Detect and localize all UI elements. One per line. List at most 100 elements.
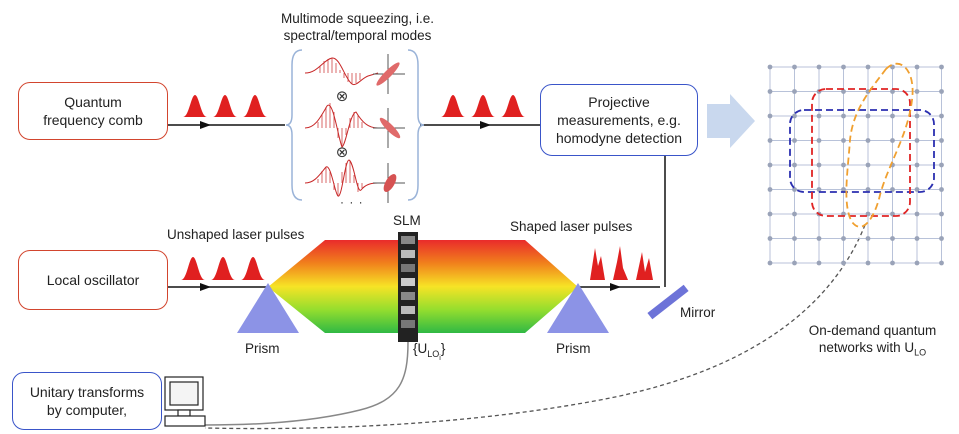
network-node [816, 236, 822, 241]
squeezing-brace [285, 49, 425, 201]
network-grid [767, 64, 944, 266]
network-node [767, 64, 773, 70]
squeezed-ellipse-1 [376, 62, 400, 86]
prism-right [547, 283, 609, 333]
mode-wavepackets [304, 57, 379, 197]
computer-box: Unitary transforms by computer, [12, 372, 162, 430]
tensor-product-1: ⊗ [336, 87, 349, 105]
network-node [939, 162, 944, 168]
network-node [890, 113, 895, 119]
mode-3-wave [304, 159, 379, 197]
prism-left [237, 283, 299, 333]
tensor-product-2: ⊗ [336, 143, 349, 161]
mirror [647, 284, 689, 320]
network-node [792, 113, 797, 119]
unshaped-label: Unshaped laser pulses [167, 227, 305, 242]
network-node [890, 89, 895, 94]
subnet-blue [789, 109, 935, 193]
mirror-label: Mirror [680, 305, 716, 320]
measurement-box: Projective measurements, e.g. homodyne d… [540, 84, 698, 156]
slm-cable [204, 341, 409, 426]
network-node [841, 236, 846, 241]
network-node [914, 260, 920, 266]
network-node [939, 260, 944, 266]
network-node [816, 138, 822, 143]
big-arrow [707, 94, 755, 148]
network-node [890, 260, 895, 266]
network-node [939, 113, 944, 119]
network-node [792, 138, 797, 143]
ulo-open: {U [413, 341, 428, 356]
network-node [816, 260, 822, 266]
network-node [865, 187, 871, 192]
slm-label: SLM [393, 213, 421, 228]
network-node [865, 138, 871, 143]
network-node [841, 162, 846, 168]
network-node [816, 187, 822, 192]
network-node [865, 260, 871, 266]
phase-space-plots [373, 54, 405, 203]
network-node [865, 64, 871, 70]
network-node [792, 64, 797, 70]
subnet-red [811, 88, 911, 217]
quantum-comb-box: Quantum frequency comb [18, 82, 168, 140]
network-node [841, 64, 846, 70]
network-node [841, 187, 846, 192]
networks-line1: On-demand quantum [808, 323, 937, 338]
subnet-orange [845, 62, 914, 228]
network-node [767, 89, 773, 94]
network-node [767, 138, 773, 143]
network-node [767, 162, 773, 168]
mode-1-wave [304, 57, 379, 86]
network-node [865, 113, 871, 119]
ulo-label: {ULOi} [413, 340, 445, 366]
network-node [841, 89, 846, 94]
network-node [816, 113, 822, 119]
network-node [939, 138, 944, 143]
network-node [890, 236, 895, 241]
network-node [841, 260, 846, 266]
network-node [914, 113, 920, 119]
prism-left-label: Prism [245, 341, 280, 356]
dispersed-beam [268, 240, 578, 333]
network-node [792, 260, 797, 266]
network-node [914, 162, 920, 168]
ulo-sub: LOi [427, 348, 441, 362]
network-node [914, 138, 920, 143]
squeezed-ellipse-2 [379, 117, 401, 139]
ulo-subsub: i [439, 354, 441, 362]
network-node [939, 211, 944, 217]
network-node [914, 89, 920, 94]
squeezing-label: Multimode squeezing, i.e. spectral/tempo… [280, 11, 435, 43]
shaped-label: Shaped laser pulses [510, 219, 633, 234]
prism-right-label: Prism [556, 341, 591, 356]
network-node [767, 187, 773, 192]
network-node [767, 211, 773, 217]
network-node [939, 89, 944, 94]
network-node [865, 236, 871, 241]
networks-label: On-demand quantum networks with ULO [795, 322, 950, 362]
network-node [767, 260, 773, 266]
ellipsis-label: · · · [340, 195, 364, 209]
network-node [841, 138, 846, 143]
network-node [939, 236, 944, 241]
network-link [204, 224, 866, 430]
pulses-shaped [590, 246, 653, 280]
network-node [865, 211, 871, 217]
mode-2-wave [304, 104, 379, 148]
network-node [890, 138, 895, 143]
network-node [792, 236, 797, 241]
network-node [792, 89, 797, 94]
pulses-unshaped [181, 257, 265, 280]
network-node [914, 211, 920, 217]
network-node [939, 187, 944, 192]
networks-line2: networks with ULO [818, 340, 927, 358]
network-node [939, 64, 944, 70]
network-node [890, 187, 895, 192]
network-node [816, 64, 822, 70]
network-node [865, 162, 871, 168]
network-node [792, 187, 797, 192]
network-node [767, 236, 773, 241]
network-node [767, 113, 773, 119]
